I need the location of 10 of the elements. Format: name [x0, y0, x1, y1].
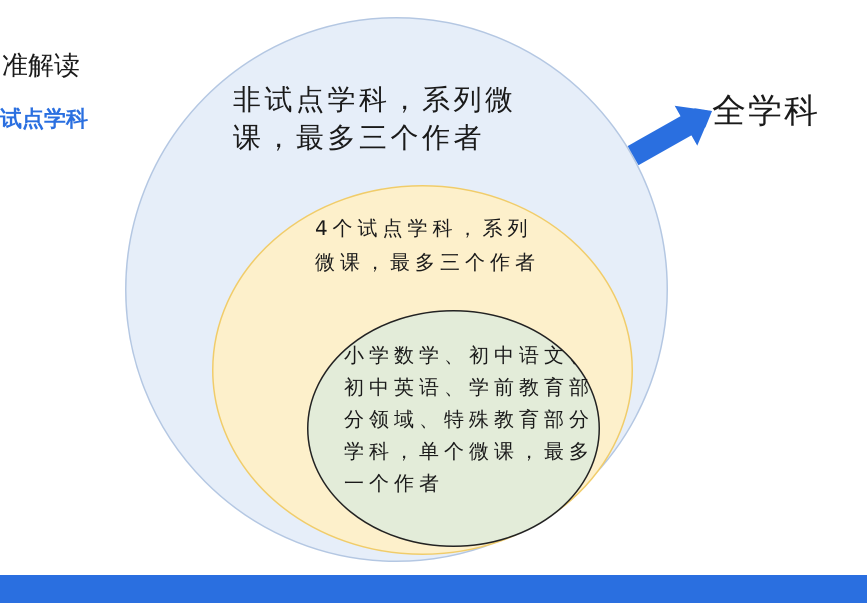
outer-ellipse [125, 17, 668, 562]
middle-ellipse [212, 185, 633, 555]
set-label: 4个试点学科，系列微课，最多三个作者 [315, 215, 541, 276]
inner-ellipse [307, 310, 600, 547]
set-label: 小学数学、初中语文、初中英语、学前教育部分领域、特殊教育部分学科，单个微课，最多一个作者 [344, 342, 595, 497]
scope-text: 全学科 [712, 90, 820, 132]
set-label: 非试点学科，系列微课，最多三个作者 [233, 82, 518, 156]
highlight-text: 试点学科 [0, 106, 88, 134]
heading-text: 准解读 [2, 50, 80, 83]
block-arrow [628, 104, 712, 166]
